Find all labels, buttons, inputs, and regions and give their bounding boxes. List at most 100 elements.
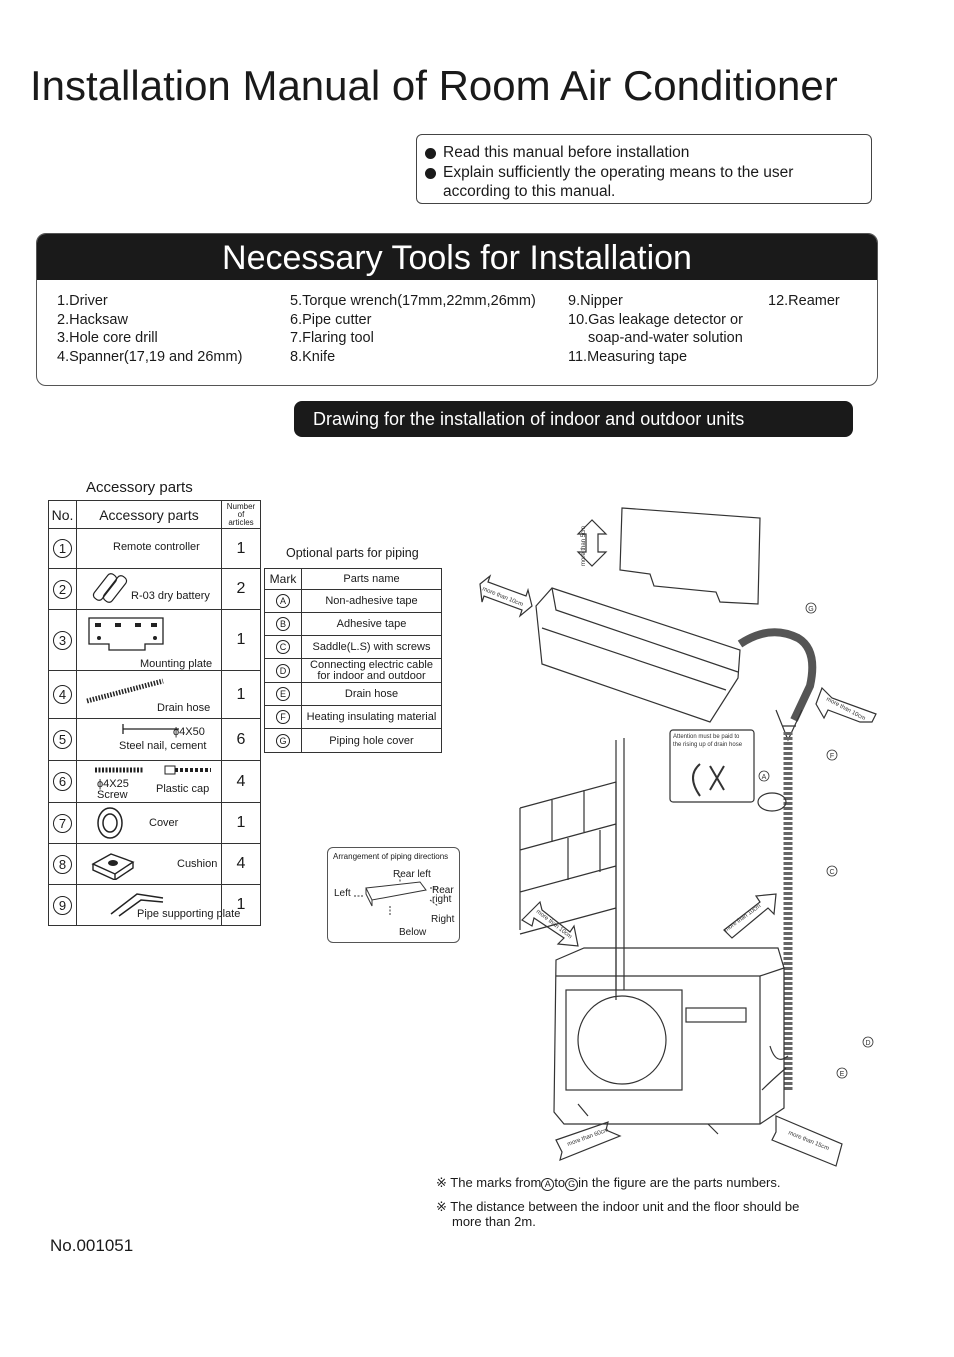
note-line: Explain sufficiently the operating means… [425,163,871,183]
outdoor-unit-drawing [553,947,785,1125]
direction-label: Rear left [393,869,431,880]
mark-label: F [830,753,834,760]
note-text: to [554,1175,566,1190]
row-number: 5 [53,730,72,749]
mark-label: D [865,1040,870,1047]
row-mark: C [264,635,302,659]
tool-item: 6.Pipe cutter [290,311,372,328]
row-no: 9 [48,884,77,926]
clearance-arrow-top [576,519,608,567]
mark-circle: B [276,617,290,631]
mark-circle: A [541,1178,555,1191]
mark-circle: E [276,687,290,701]
direction-label: Rear [432,885,454,896]
table-row: 3 Mounting plate 1 [48,609,261,671]
tool-item: 2.Hacksaw [57,311,128,328]
note-text: according to this manual. [443,183,616,200]
screw-icon [95,767,143,773]
tool-item: soap-and-water solution [588,330,743,346]
row-mark: B [264,612,302,636]
plastic-cap-icon [164,765,211,775]
table-row: 9 Pipe supporting plate 1 [48,884,261,926]
direction-label: Left [334,888,351,899]
attention-text: Attention must be paid to [673,734,740,740]
clearance-arrow-outdoor-right [723,893,777,939]
row-mark: F [264,705,302,729]
piping-direction-icon [354,876,439,916]
row-no: 2 [48,568,77,610]
row-no: 5 [48,718,77,761]
clearance-label: more than 60cm [567,1127,610,1147]
optional-caption: Optional parts for piping [286,546,419,560]
table-row: 8 Cushion 4 [48,843,261,885]
tool-item: 10.Gas leakage detector or [568,311,743,328]
row-count: 1 [221,609,261,671]
row-mark: E [264,682,302,706]
part-name: Saddle(L.S) with screws [301,635,442,659]
row-count: 1 [221,884,261,926]
note-text: Read this manual before installation [443,144,690,161]
part-name: Heating insulating material [301,705,442,729]
direction-label: Below [399,927,427,938]
tool-item: 12.Reamer [768,293,840,309]
head-mark: Mark [264,568,302,590]
mark-label: A [762,774,767,781]
head-no: No. [48,500,77,529]
notes-box: Read this manual before installation Exp… [416,134,872,204]
part-name-line: for indoor and outdoor [317,669,426,682]
note-mark: ※ [436,1199,447,1214]
piping-arrangement-box: Arrangement of piping directions Rear le… [327,847,460,943]
clearance-arrow-outdoor-left [521,900,579,947]
direction-label: right [432,894,452,905]
row-part: R-03 dry battery [76,568,222,610]
part-name: Adhesive tape [301,612,442,636]
tools-col-4: 12.Reamer [768,292,840,311]
drawing-banner: Drawing for the installation of indoor a… [294,401,853,437]
cushion-icon [91,853,135,880]
tool-item: 5.Torque wrench(17mm,22mm,26mm) [290,293,536,309]
document-number: No.001051 [50,1236,134,1255]
wall-drawing [519,781,617,1000]
table-row: 2 R-03 dry battery 2 [48,568,261,610]
note-text: The distance between the indoor unit and… [450,1199,800,1214]
part-name: Non-adhesive tape [301,589,442,613]
row-number: 6 [53,772,72,791]
tools-col-3: 9.Nipper 10.Gas leakage detector or soap… [568,292,743,366]
part-label: Drain hose [157,702,211,714]
mark-label: C [829,869,834,876]
clearance-arrow-bottom-left [555,1121,622,1161]
pipe-support-plate-icon [110,893,164,917]
head-count-line: articles [228,517,254,527]
tool-item: 3.Hole core drill [57,330,158,346]
footnote-2: ※ The distance between the indoor unit a… [436,1199,799,1229]
row-count: 1 [221,670,261,719]
row-part: Pipe supporting plate [76,884,240,926]
part-label: Plastic cap [156,783,210,795]
part-label: Mounting plate [140,658,213,670]
table-row: 6 ϕ4X25 Screw Plastic cap 4 [48,760,261,803]
note-mark: ※ [436,1175,447,1190]
row-mark: D [264,658,302,683]
table-row: 4 Drain hose 1 [48,670,261,719]
note-text: more than 2m. [452,1214,536,1229]
nail-icon [122,724,179,734]
mark-circle: G [565,1178,579,1191]
bullet-icon [425,148,436,159]
note-line: according to this manual. [425,182,871,202]
cover-icon [97,807,123,839]
row-number: 3 [53,630,72,650]
clearance-label: more than 5cm [581,526,587,566]
row-part: Remote controller [76,528,222,569]
mounting-plate-icon [88,617,164,651]
part-name: Piping hole cover [301,728,442,753]
tools-col-2: 5.Torque wrench(17mm,22mm,26mm) 6.Pipe c… [290,292,536,366]
direction-label: Right [431,914,455,925]
row-count: 4 [221,843,261,885]
row-count: 4 [221,760,261,803]
clearance-arrow-left [479,574,533,618]
